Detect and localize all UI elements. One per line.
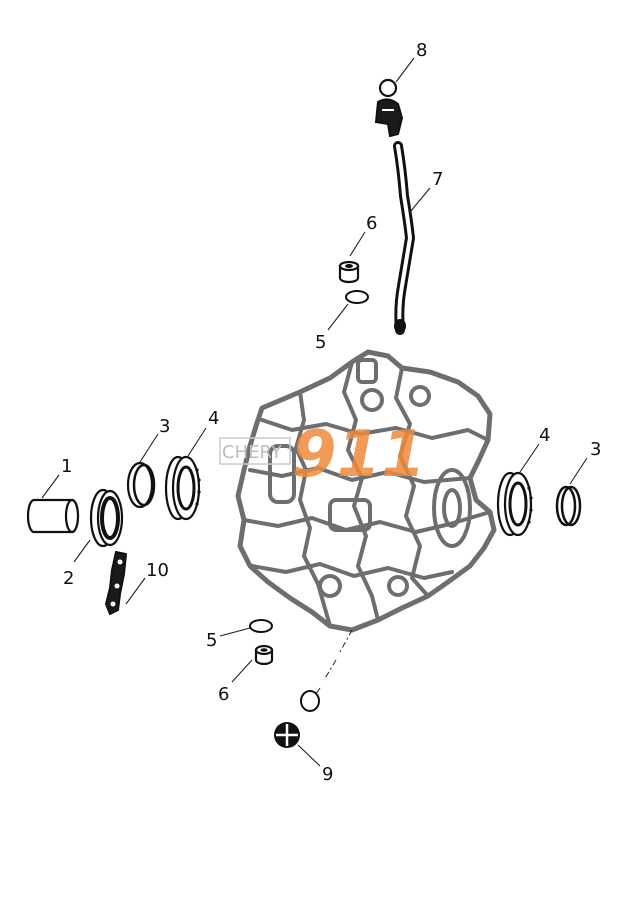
drain-axis-line bbox=[315, 629, 353, 695]
callout-1: 1 bbox=[61, 456, 72, 477]
callout-2: 2 bbox=[63, 568, 74, 589]
callout-6-top: 6 bbox=[366, 213, 377, 234]
callout-7: 7 bbox=[432, 169, 443, 190]
drain-washer bbox=[300, 690, 320, 712]
part-2-seal bbox=[89, 488, 124, 548]
watermark-mark: 911 bbox=[292, 418, 426, 492]
part-4-right-bearing bbox=[496, 471, 533, 537]
part-10-bracket bbox=[104, 550, 128, 616]
part-4-left-bearing bbox=[164, 455, 201, 521]
callout-6-bottom: 6 bbox=[218, 684, 229, 705]
callout-3-left: 3 bbox=[159, 416, 170, 437]
watermark: CHERY 911 bbox=[219, 418, 426, 492]
part-5-bottom-oring bbox=[249, 619, 273, 633]
part-3-left-ring bbox=[126, 461, 156, 509]
part-7-tube bbox=[393, 141, 416, 335]
callout-5-top: 5 bbox=[315, 332, 326, 353]
transmission-housing bbox=[235, 349, 497, 633]
part-1-cylinder bbox=[26, 498, 80, 534]
part-5-top-oring bbox=[345, 290, 369, 304]
callout-4-left: 4 bbox=[208, 408, 219, 429]
callout-3-right: 3 bbox=[590, 439, 601, 460]
part-9-drain-plug bbox=[274, 722, 300, 748]
callout-labels: 1 2 3 3 4 4 5 5 6 6 7 8 9 10 bbox=[61, 40, 601, 785]
part-8-breather bbox=[374, 78, 404, 138]
callout-10: 10 bbox=[146, 560, 169, 581]
watermark-brand: CHERY bbox=[222, 442, 283, 463]
callout-8: 8 bbox=[416, 40, 427, 61]
callout-4-right: 4 bbox=[539, 425, 550, 446]
part-6-top-bushing bbox=[338, 260, 360, 284]
leader-lines bbox=[41, 57, 588, 767]
callout-9: 9 bbox=[322, 764, 333, 785]
part-3-right-ring bbox=[555, 485, 582, 527]
callout-5-bottom: 5 bbox=[206, 630, 217, 651]
part-6-bottom-bushing bbox=[254, 644, 274, 666]
